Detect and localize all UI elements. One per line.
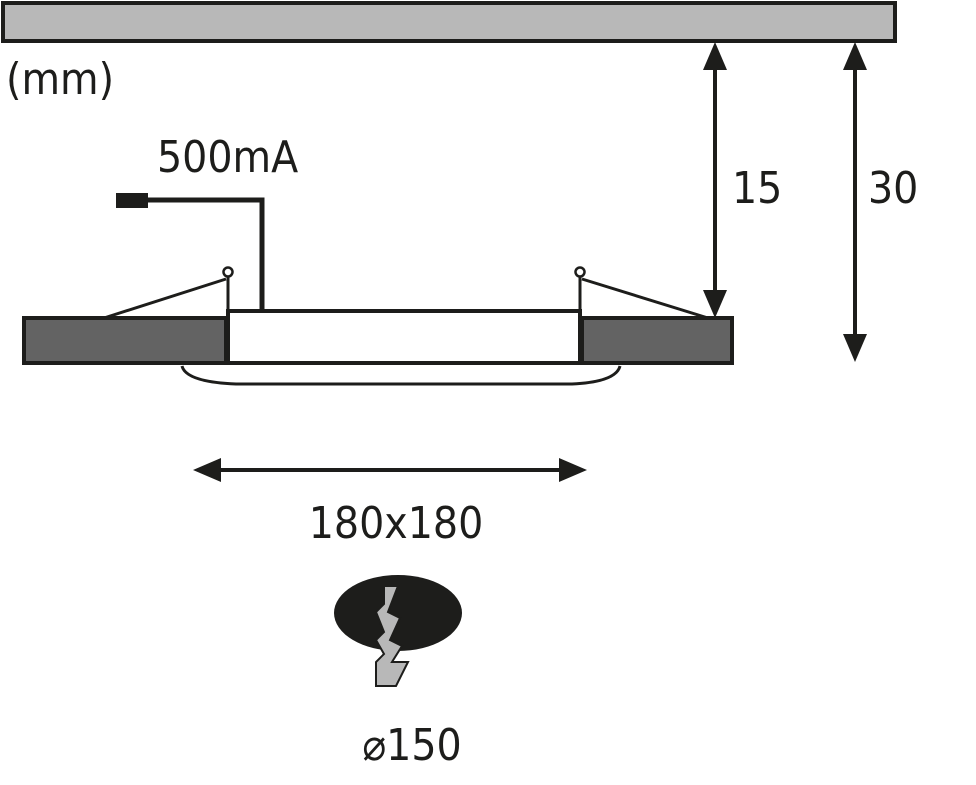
depth-label: 15	[732, 163, 782, 214]
right-mounting-spring	[574, 266, 709, 320]
unit-label: (mm)	[6, 54, 114, 105]
current-label: 500mA	[157, 132, 298, 183]
size-dimension-arrow	[193, 458, 587, 482]
luminaire-trim	[180, 365, 622, 386]
clearance-dimension-arrow	[843, 42, 867, 362]
depth-dimension-arrow	[703, 42, 727, 318]
cutout-label: ⌀150	[362, 720, 461, 771]
clearance-label: 30	[868, 163, 918, 214]
connector-cable	[116, 193, 265, 310]
size-label: 180x180	[309, 498, 484, 549]
left-ceiling-panel	[22, 316, 228, 365]
cutout-hole-icon	[334, 575, 462, 687]
lightning-bolt-icon	[374, 585, 410, 687]
luminaire-housing	[226, 309, 582, 365]
right-ceiling-panel	[580, 316, 734, 365]
left-mounting-spring	[103, 266, 234, 320]
ceiling-slab	[1, 1, 897, 43]
